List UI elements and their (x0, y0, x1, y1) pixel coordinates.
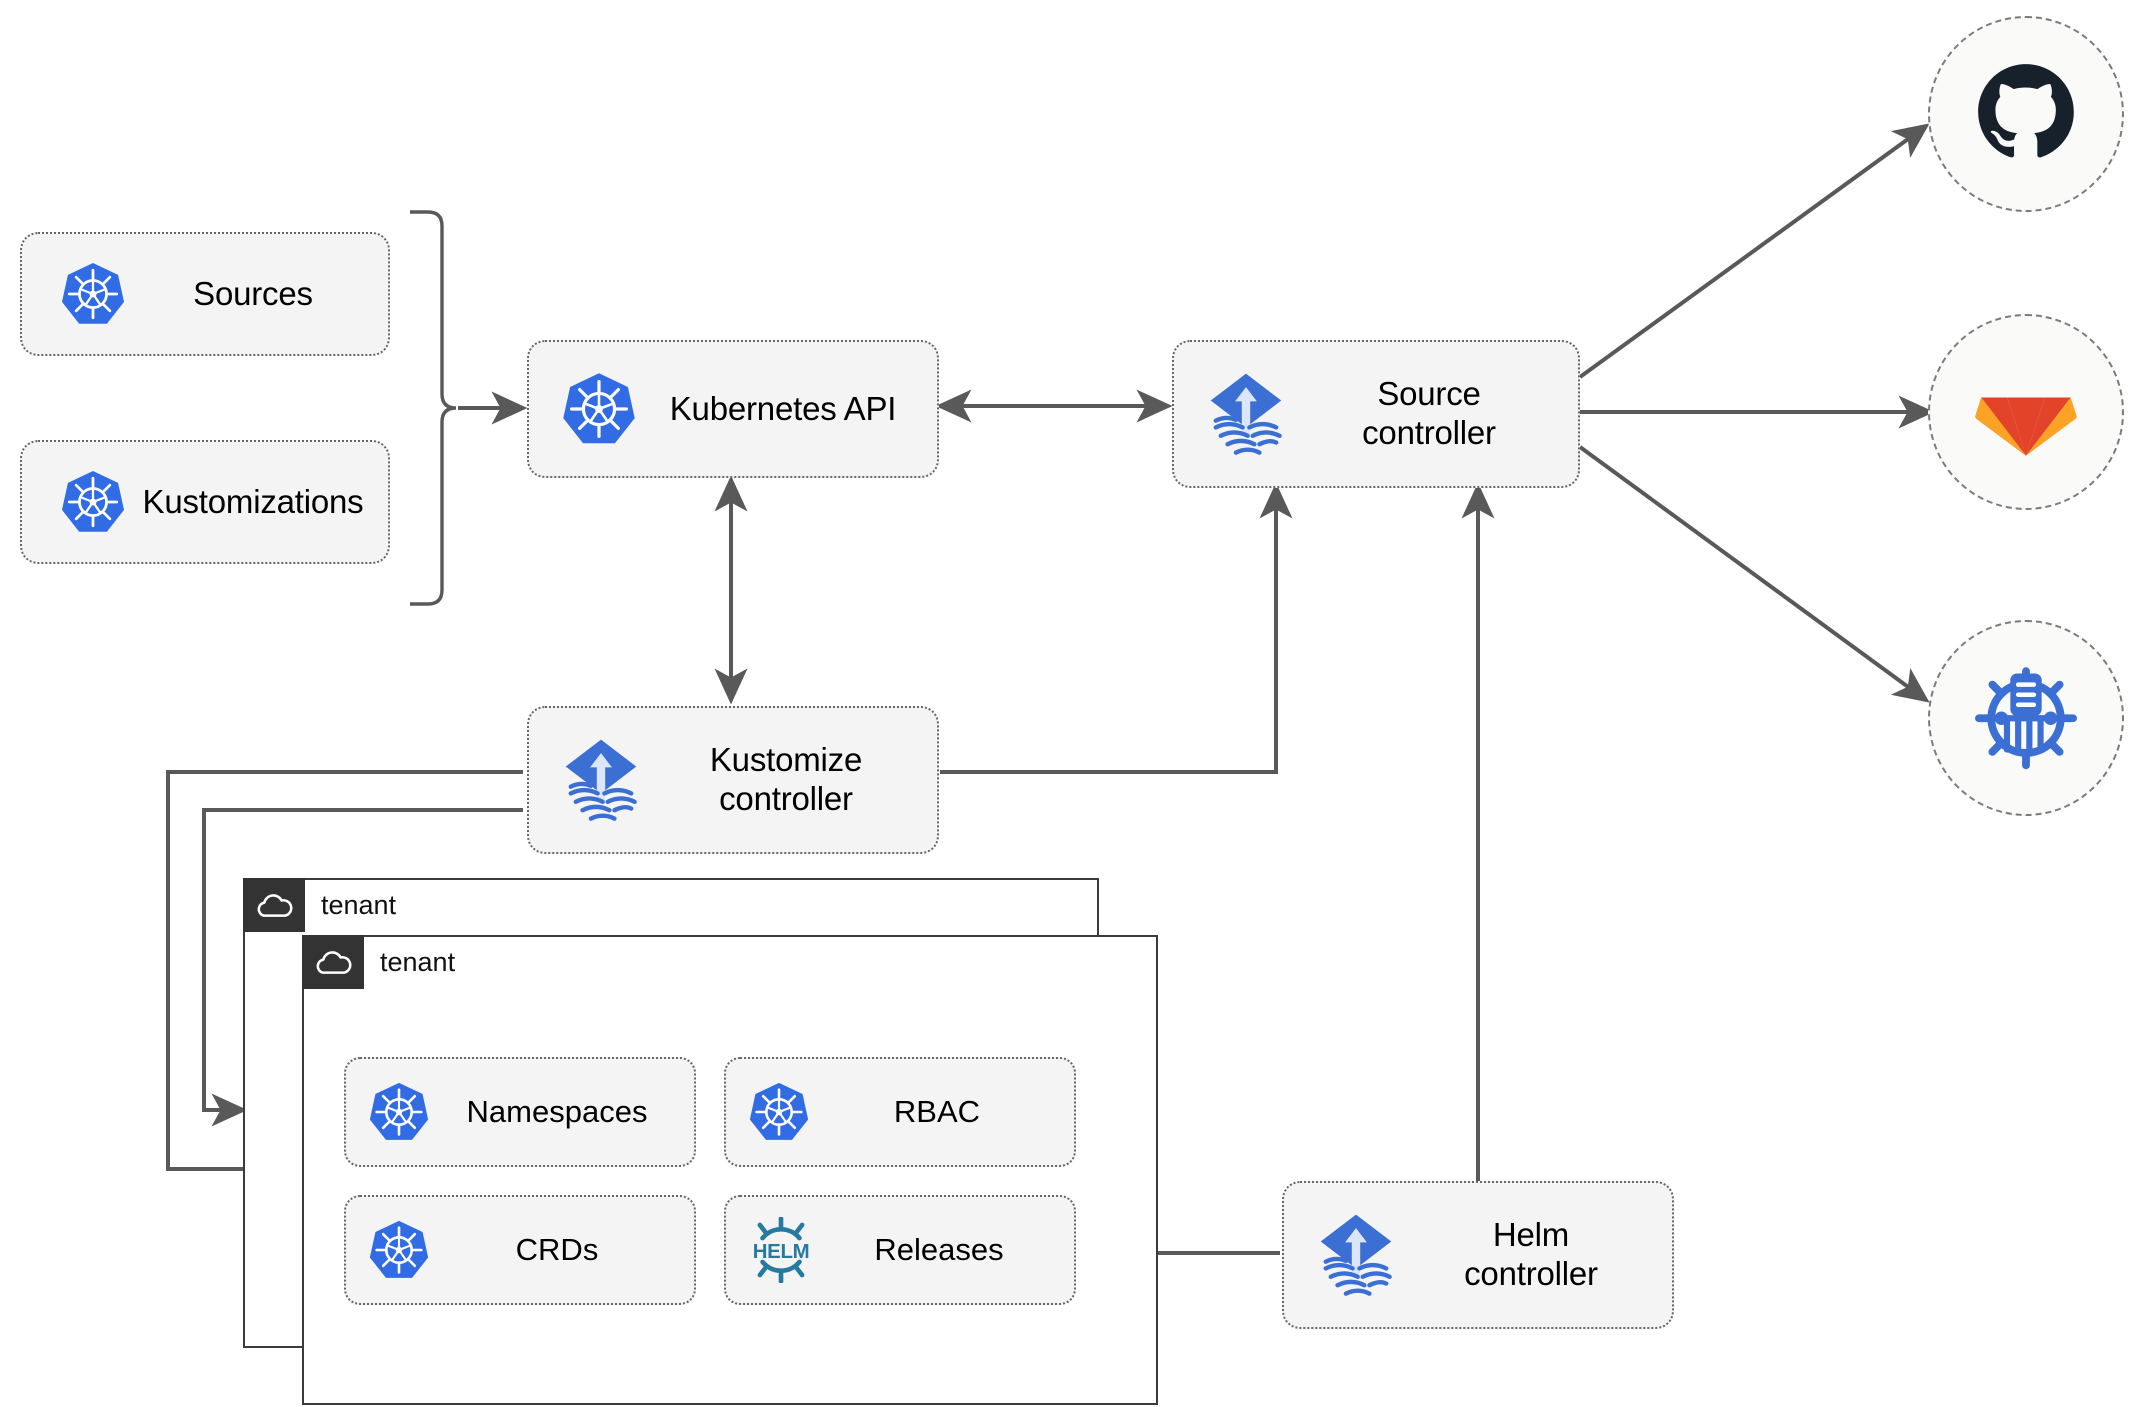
edge-kustomize-source (940, 482, 1293, 774)
node-helm-controller-label: Helm controller (1464, 1216, 1598, 1292)
edge-source-helmrepo (1578, 445, 1930, 703)
provider-helm-repository[interactable] (1928, 620, 2124, 816)
edge-sources-brace (410, 210, 457, 606)
resource-releases-label: Releases (874, 1232, 1004, 1267)
resource-releases[interactable]: Releases (724, 1195, 1076, 1305)
node-source-controller-label: Source controller (1362, 375, 1496, 451)
kubernetes-icon (346, 1219, 430, 1281)
resource-crds[interactable]: CRDs (344, 1195, 696, 1305)
kubernetes-icon (726, 1081, 810, 1143)
node-kustomizations[interactable]: Kustomizations (20, 440, 390, 564)
resource-crds-label: CRDs (515, 1232, 599, 1267)
kubernetes-icon (22, 261, 126, 327)
edge-source-github (1578, 123, 1930, 379)
flux-icon (1284, 1209, 1398, 1301)
node-kustomize-controller-label: Kustomize controller (709, 741, 863, 817)
node-source-controller[interactable]: Source controller (1172, 340, 1580, 488)
helm-repository-icon (1970, 660, 2082, 777)
node-kubernetes-api[interactable]: Kubernetes API (527, 340, 939, 478)
cloud-icon (312, 943, 354, 982)
tenant-tab (243, 878, 305, 932)
helm-icon (726, 1217, 814, 1283)
tenant-resource-grid: Namespaces RBAC CRDs Releases (344, 1057, 1076, 1305)
cloud-icon (253, 886, 295, 925)
gitlab-icon (1974, 358, 2078, 467)
github-icon (1974, 60, 2078, 169)
node-kubernetes-api-label: Kubernetes API (669, 389, 897, 427)
node-helm-controller[interactable]: Helm controller (1282, 1181, 1674, 1329)
flux-icon (1174, 368, 1288, 460)
tenant-front[interactable]: tenant Namespaces RBAC CRDs (302, 935, 1158, 1405)
node-kustomizations-label: Kustomizations (142, 482, 364, 520)
kubernetes-icon (346, 1081, 430, 1143)
tenant-back-title: tenant (321, 890, 397, 920)
resource-namespaces-label: Namespaces (466, 1094, 648, 1129)
provider-github[interactable] (1928, 16, 2124, 212)
kubernetes-icon (529, 371, 637, 447)
node-kustomize-controller[interactable]: Kustomize controller (527, 706, 939, 854)
flux-icon (529, 734, 643, 826)
tenant-front-title: tenant (380, 947, 456, 977)
node-sources-label: Sources (193, 274, 313, 312)
kubernetes-icon (22, 469, 126, 535)
resource-rbac-label: RBAC (893, 1094, 981, 1129)
node-sources[interactable]: Sources (20, 232, 390, 356)
provider-gitlab[interactable] (1928, 314, 2124, 510)
resource-rbac[interactable]: RBAC (724, 1057, 1076, 1167)
resource-namespaces[interactable]: Namespaces (344, 1057, 696, 1167)
tenant-tab (302, 935, 364, 989)
